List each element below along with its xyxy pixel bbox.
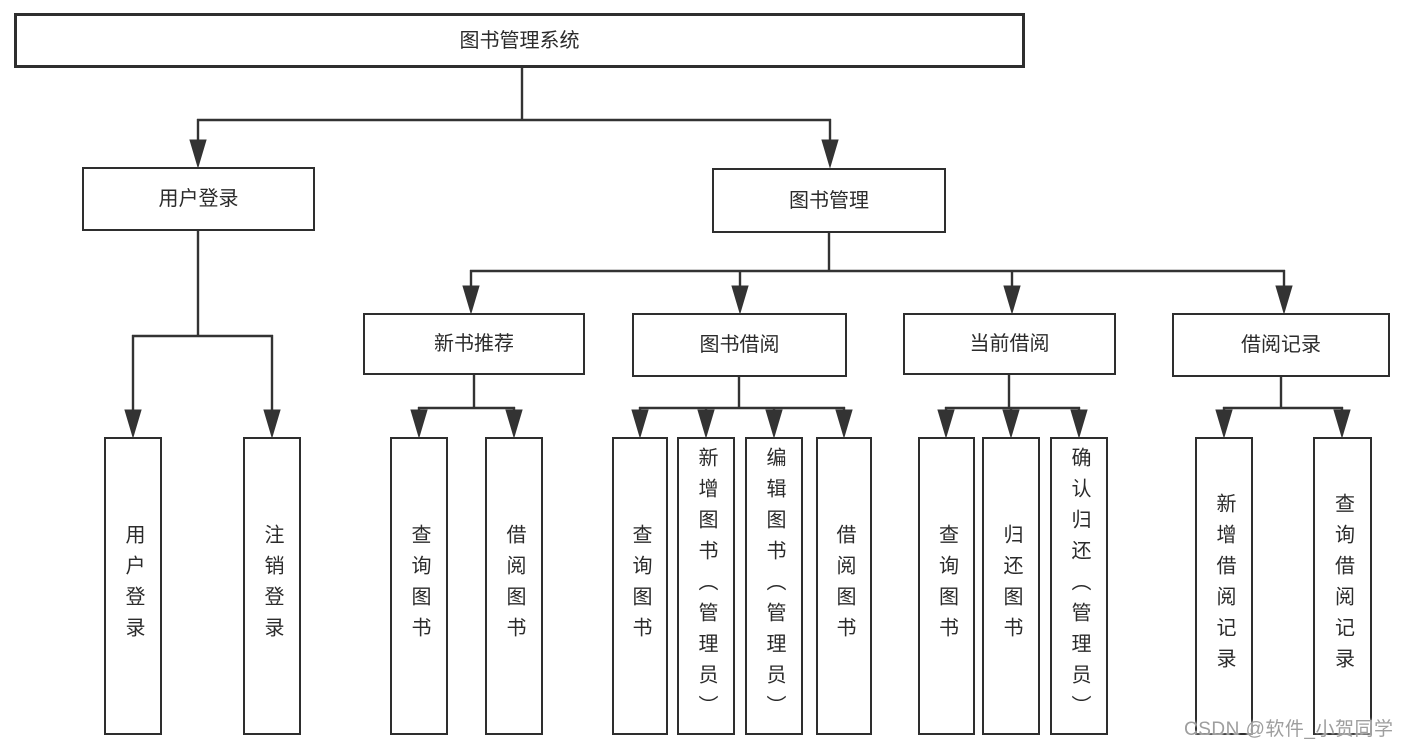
connector-line: [417, 375, 516, 412]
arrowhead-icon: [697, 409, 715, 439]
leaf-confirm-return-admin: 确认归还（管理员）: [1050, 437, 1108, 735]
node-current-borrowing: 当前借阅: [903, 313, 1116, 375]
connector-line: [944, 375, 1081, 412]
connector-book-management-to-level3: [462, 233, 1293, 315]
connector-line: [196, 68, 832, 142]
leaf-add-borrow-record: 新增借阅记录: [1195, 437, 1253, 735]
arrowhead-icon: [263, 409, 281, 439]
connector-root-to-level2: [189, 68, 839, 169]
arrowhead-icon: [765, 409, 783, 439]
leaf-borrow-books: 借阅图书: [485, 437, 543, 735]
arrowhead-icon: [821, 139, 839, 169]
arrowhead-icon: [1070, 409, 1088, 439]
leaf-logout: 注销登录: [243, 437, 301, 735]
connector-borrowing-records-to-leaves: [1215, 377, 1351, 439]
connector-new-book-recommend-to-leaves: [410, 375, 523, 439]
arrowhead-icon: [731, 285, 749, 315]
connector-line: [131, 231, 274, 412]
arrowhead-icon: [505, 409, 523, 439]
node-new-book-recommend: 新书推荐: [363, 313, 585, 375]
leaf-query-books: 查询图书: [612, 437, 668, 735]
leaf-query-books: 查询图书: [918, 437, 975, 735]
connector-user-login-to-leaves: [124, 231, 281, 439]
connector-line: [469, 233, 1286, 288]
arrowhead-icon: [1275, 285, 1293, 315]
arrowhead-icon: [835, 409, 853, 439]
csdn-watermark: CSDN @软件_小贺同学: [1184, 719, 1394, 740]
leaf-query-books: 查询图书: [390, 437, 448, 735]
arrowhead-icon: [631, 409, 649, 439]
arrowhead-icon: [1002, 409, 1020, 439]
arrowhead-icon: [124, 409, 142, 439]
leaf-query-borrow-record: 查询借阅记录: [1313, 437, 1372, 735]
arrowhead-icon: [189, 139, 207, 169]
leaf-add-books-admin: 新增图书（管理员）: [677, 437, 735, 735]
leaf-return-books: 归还图书: [982, 437, 1040, 735]
node-user-login: 用户登录: [82, 167, 315, 231]
node-book-management: 图书管理: [712, 168, 946, 233]
arrowhead-icon: [410, 409, 428, 439]
arrowhead-icon: [1215, 409, 1233, 439]
leaf-borrow-books: 借阅图书: [816, 437, 872, 735]
arrowhead-icon: [1003, 285, 1021, 315]
connector-line: [638, 377, 846, 412]
connector-line: [1222, 377, 1344, 412]
connector-book-borrowing-to-leaves: [631, 377, 853, 439]
arrowhead-icon: [1333, 409, 1351, 439]
arrowhead-icon: [937, 409, 955, 439]
node-library-management-system: 图书管理系统: [14, 13, 1025, 68]
leaf-edit-books-admin: 编辑图书（管理员）: [745, 437, 803, 735]
connector-current-borrowing-to-leaves: [937, 375, 1088, 439]
leaf-user-login: 用户登录: [104, 437, 162, 735]
node-borrowing-records: 借阅记录: [1172, 313, 1390, 377]
arrowhead-icon: [462, 285, 480, 315]
node-book-borrowing: 图书借阅: [632, 313, 847, 377]
